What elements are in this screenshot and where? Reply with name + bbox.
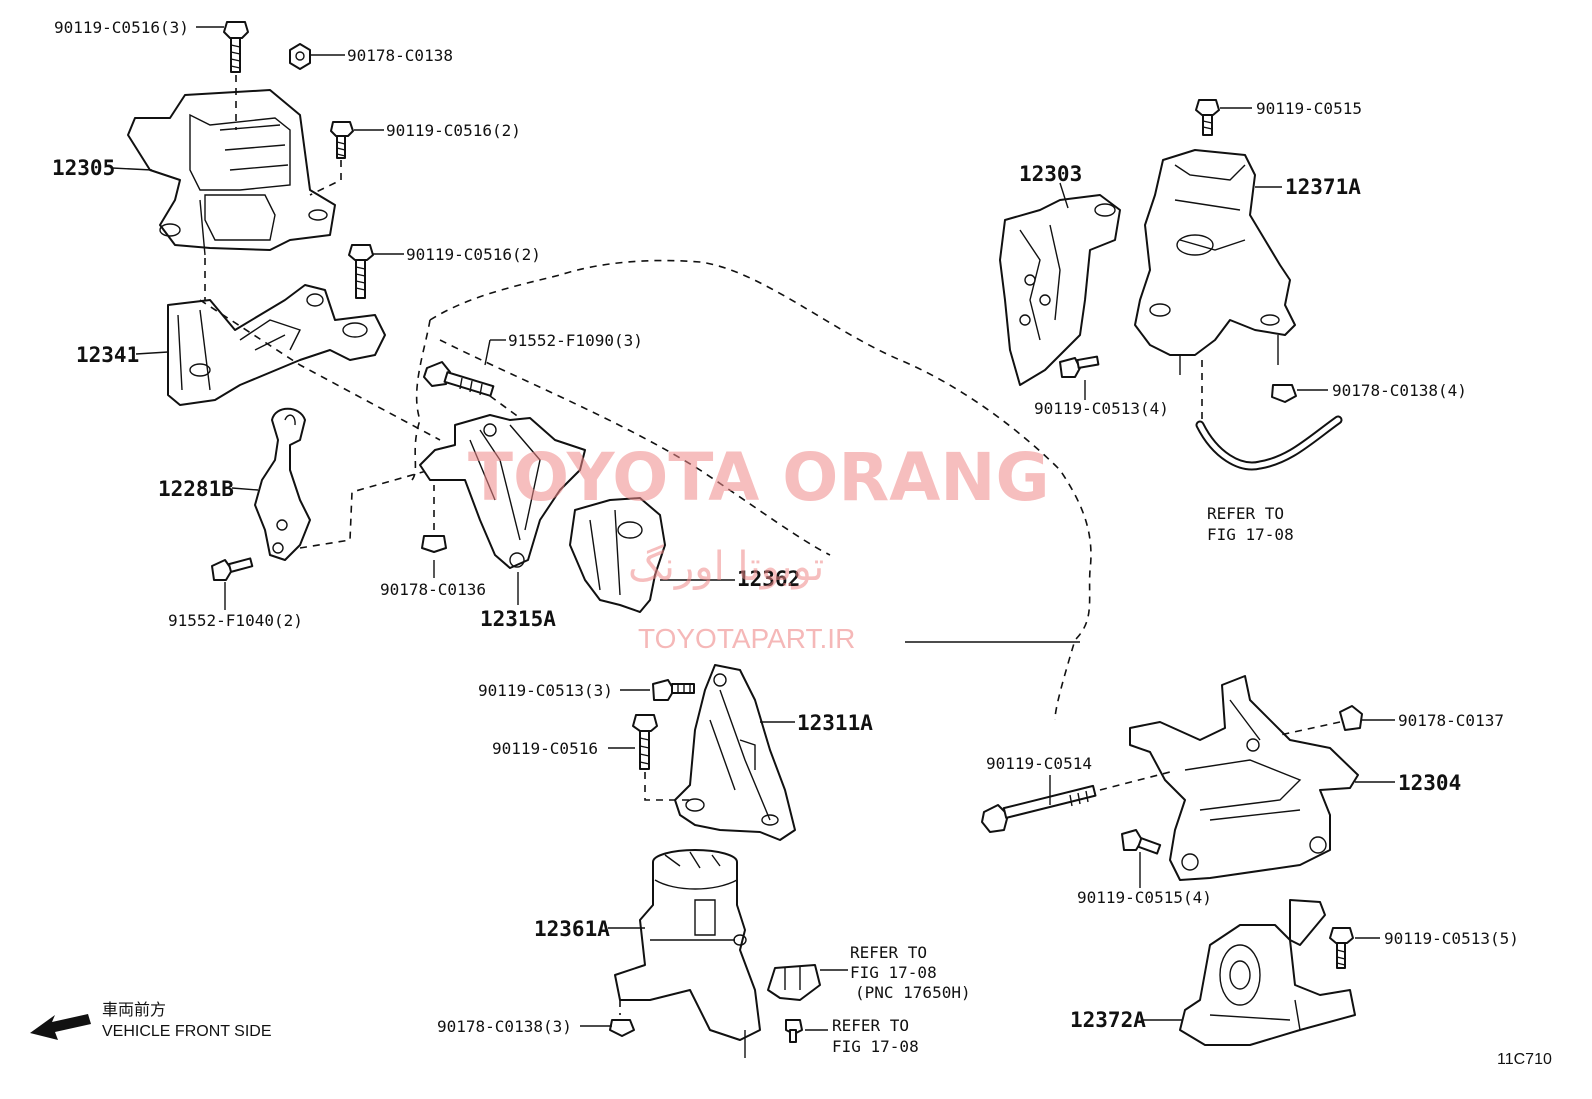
label-90119-c0516-3: 90119-C0516(3) (54, 18, 189, 37)
bolt-90119-c0516-lower (348, 244, 374, 299)
label-12281b: 12281B (158, 477, 234, 501)
label-90119-c0516-2a: 90119-C0516(2) (386, 121, 521, 140)
label-12305: 12305 (52, 156, 115, 180)
bolt-90119-c0514 (981, 784, 1097, 833)
label-12361a: 12361A (534, 917, 610, 941)
mount-12371a (1134, 149, 1296, 375)
label-90178-c0136: 90178-C0136 (380, 580, 486, 599)
label-91552-f1090-3: 91552-F1090(3) (508, 331, 643, 350)
bracket-12304 (1129, 675, 1359, 881)
bracket-12315a (419, 414, 586, 569)
label-90119-c0513-4: 90119-C0513(4) (1034, 399, 1169, 418)
bolt-90119-c0516-low (632, 714, 658, 770)
engine-outline (429, 259, 1092, 721)
bolt-90119-c0513-right (1059, 355, 1100, 378)
mount-12372a (1179, 899, 1356, 1046)
label-12341: 12341 (76, 343, 139, 367)
label-90119-c0514: 90119-C0514 (986, 754, 1092, 773)
bracket-12303 (999, 194, 1121, 386)
bolt-90119-c0515-top (1195, 99, 1220, 136)
nut-90178-c0138-low (609, 1019, 635, 1037)
bracket-12341 (167, 284, 386, 406)
label-90119-c0515: 90119-C0515 (1256, 99, 1362, 118)
bolt-91552-f1090 (423, 361, 495, 397)
engine-centerline (439, 339, 831, 556)
vacuum-hose-inner (1197, 417, 1341, 469)
label-91552-f1040-2: 91552-F1040(2) (168, 611, 303, 630)
label-90119-c0516-2b: 90119-C0516(2) (406, 245, 541, 264)
mount-12361a (614, 849, 761, 1058)
bolt-90119-c0515-low (1121, 829, 1162, 855)
watermark-persian: تویوتا اورنگ (628, 544, 824, 590)
bracket-12311a (674, 664, 796, 841)
label-12362: 12362 (737, 567, 800, 591)
label-12371a: 12371A (1285, 175, 1361, 199)
nut-90178-c0138-right (1271, 384, 1297, 403)
leader-lines (111, 26, 1395, 1031)
label-90178-c0138-3: 90178-C0138(3) (437, 1017, 572, 1036)
watermark-main: TOYOTA ORANG (468, 439, 1050, 516)
label-refer1-b: FIG 17-08 (850, 963, 937, 982)
sensor-clip (767, 964, 821, 1001)
label-refer2-a: REFER TO (832, 1016, 909, 1035)
label-12304: 12304 (1398, 771, 1461, 795)
vehicle-front-arrow-icon (30, 1014, 91, 1040)
label-refer1-a: REFER TO (850, 943, 927, 962)
label-90178-c0137: 90178-C0137 (1398, 711, 1504, 730)
label-12311a: 12311A (797, 711, 873, 735)
vehicle-front-side-en: VEHICLE FRONT SIDE (102, 1023, 272, 1040)
nut-90178-c0137 (1339, 705, 1363, 731)
vehicle-front-side-jp: 車両前方 (102, 1001, 166, 1019)
bolt-91552-f1040 (211, 557, 254, 581)
nut-90178-c0138-top (289, 43, 311, 70)
vacuum-hose (1195, 415, 1343, 471)
diagram-code: 11C710 (1497, 1051, 1552, 1068)
label-90119-c0513-3: 90119-C0513(3) (478, 681, 613, 700)
label-12315a: 12315A (480, 607, 556, 631)
label-refer1-c: (PNC 17650H) (855, 983, 971, 1002)
label-90119-c0516: 90119-C0516 (492, 739, 598, 758)
label-refer3-b: FIG 17-08 (1207, 525, 1294, 544)
label-90178-c0138-4: 90178-C0138(4) (1332, 381, 1467, 400)
nut-90178-c0136 (421, 535, 447, 553)
watermark-site: TOYOTAPART.IR (638, 623, 855, 654)
mount-12305 (127, 89, 336, 256)
bolt-90119-c0513-mid (652, 679, 695, 701)
label-90178-c0138: 90178-C0138 (347, 46, 453, 65)
cover-12362 (569, 497, 666, 613)
label-12303: 12303 (1019, 162, 1082, 186)
bracket-12281b (254, 407, 311, 561)
bolt-90119-c0513-bottom (1329, 927, 1354, 969)
label-refer3-a: REFER TO (1207, 504, 1284, 523)
label-90119-c0515-4: 90119-C0515(4) (1077, 888, 1212, 907)
label-12372a: 12372A (1070, 1008, 1146, 1032)
bolt-90119-c0516-mid (330, 121, 354, 159)
label-refer2-b: FIG 17-08 (832, 1037, 919, 1056)
bolt-90119-c0516-top (223, 21, 249, 73)
label-90119-c0513-5: 90119-C0513(5) (1384, 929, 1519, 948)
engine-outline-left (411, 319, 431, 481)
small-bolt-refer (785, 1019, 803, 1043)
